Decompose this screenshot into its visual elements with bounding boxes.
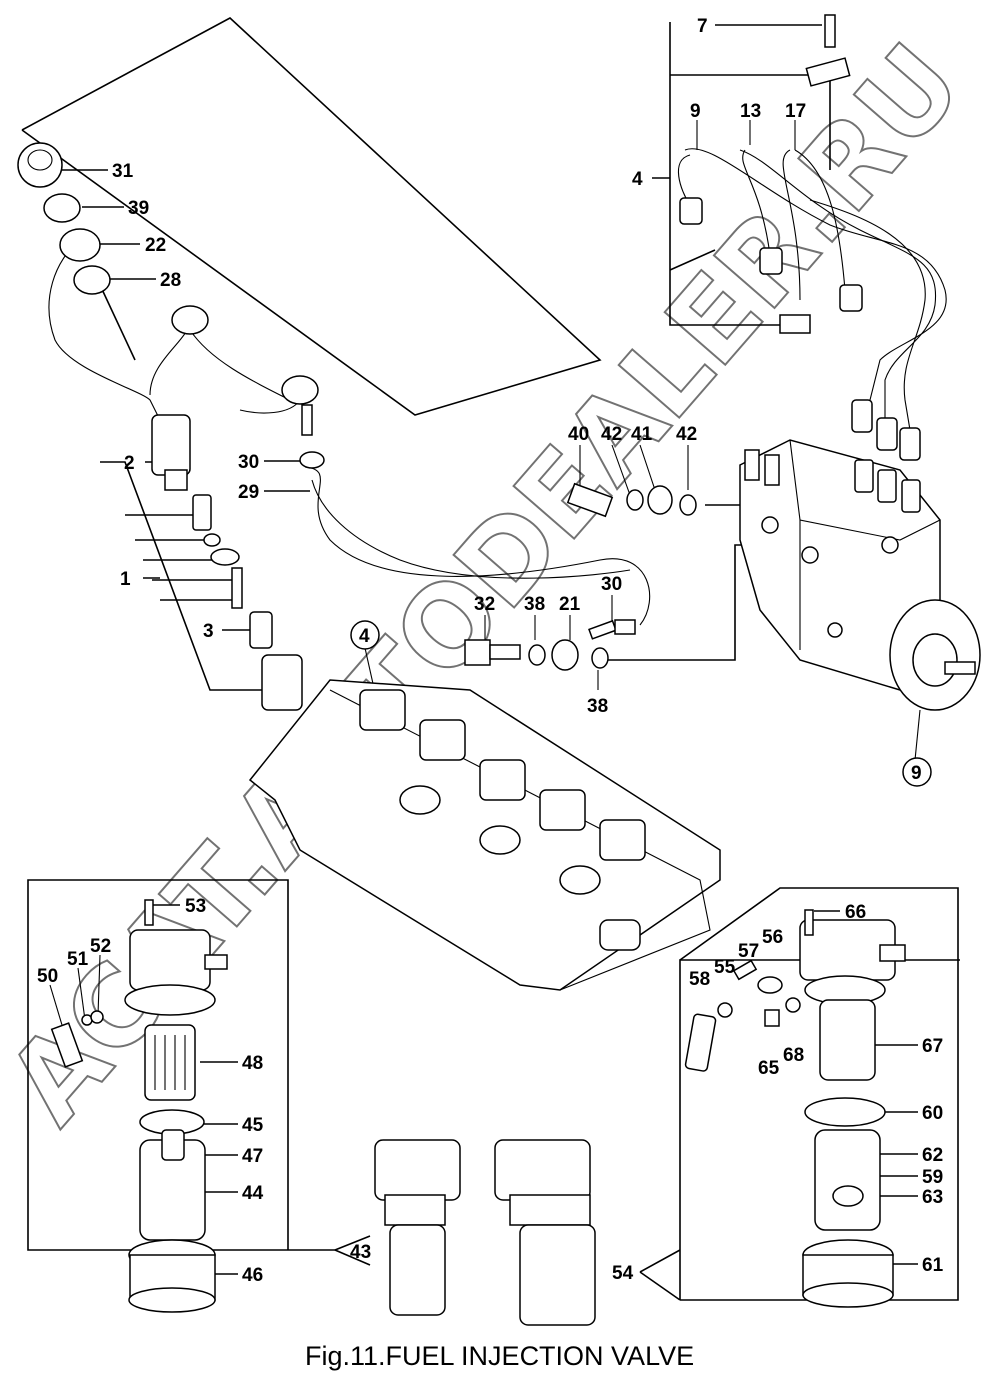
- callout-58: 58: [689, 969, 710, 990]
- callout-51: 51: [67, 949, 89, 970]
- callout-40: 40: [568, 424, 589, 445]
- callout-42-b: 42: [676, 424, 697, 445]
- callout-38-a: 38: [524, 594, 545, 615]
- fuel-filter-left: [50, 899, 228, 1313]
- callout-31: 31: [112, 161, 134, 182]
- callout-45: 45: [242, 1115, 264, 1136]
- callout-66: 66: [845, 902, 866, 923]
- callout-2: 2: [124, 453, 135, 474]
- callout-48: 48: [242, 1053, 263, 1074]
- callout-4-circle: 4: [359, 626, 370, 647]
- callout-13: 13: [740, 101, 761, 122]
- injection-pipes-4: [677, 14, 947, 461]
- callout-62: 62: [922, 1145, 943, 1166]
- callout-44: 44: [242, 1183, 264, 1204]
- callout-65: 65: [758, 1058, 780, 1079]
- callout-29: 29: [238, 482, 259, 503]
- callout-1: 1: [120, 569, 131, 590]
- callout-46: 46: [242, 1265, 263, 1286]
- callout-28: 28: [160, 270, 181, 291]
- callout-labels: 7 4 9 13 17 31 39 22 28 2 30 29 1 3 40 4…: [37, 16, 944, 1286]
- callout-42-a: 42: [601, 424, 622, 445]
- callout-55: 55: [714, 957, 736, 978]
- callout-63: 63: [922, 1187, 943, 1208]
- callout-9-circle: 9: [911, 763, 922, 784]
- callout-4: 4: [632, 169, 643, 190]
- callout-61: 61: [922, 1255, 944, 1276]
- callout-30-b: 30: [601, 574, 622, 595]
- callout-57: 57: [738, 941, 759, 962]
- callout-56: 56: [762, 927, 783, 948]
- callout-60: 60: [922, 1103, 943, 1124]
- callout-30-top: 30: [238, 452, 259, 473]
- callout-17: 17: [785, 101, 806, 122]
- callout-3: 3: [203, 621, 214, 642]
- callout-32: 32: [474, 594, 495, 615]
- fuel-filter-assemblies: [374, 1139, 596, 1326]
- figure-caption: Fig.11.FUEL INJECTION VALVE: [305, 1341, 694, 1371]
- callout-39: 39: [128, 198, 149, 219]
- callout-47: 47: [242, 1146, 263, 1167]
- callout-38-b: 38: [587, 696, 608, 717]
- callout-43: 43: [350, 1242, 371, 1263]
- callout-circle-9: [902, 757, 932, 787]
- injection-pump: [739, 439, 981, 711]
- callout-59: 59: [922, 1167, 943, 1188]
- fuel-filter-right: [684, 909, 906, 1308]
- callout-22: 22: [145, 235, 166, 256]
- callout-7: 7: [697, 16, 708, 37]
- callout-50: 50: [37, 966, 58, 987]
- callout-21: 21: [559, 594, 581, 615]
- callout-67: 67: [922, 1036, 943, 1057]
- callout-9: 9: [690, 101, 701, 122]
- callout-53: 53: [185, 896, 206, 917]
- injection-nozzle-1: [151, 414, 651, 711]
- callout-52: 52: [90, 936, 111, 957]
- callout-41: 41: [631, 424, 653, 445]
- callout-circle-4: [350, 620, 380, 650]
- banjo-fittings: [464, 482, 697, 671]
- callout-68: 68: [783, 1045, 804, 1066]
- cylinder-head: [248, 679, 721, 991]
- fuel-return-pipe: [17, 142, 319, 436]
- callout-54: 54: [612, 1263, 634, 1284]
